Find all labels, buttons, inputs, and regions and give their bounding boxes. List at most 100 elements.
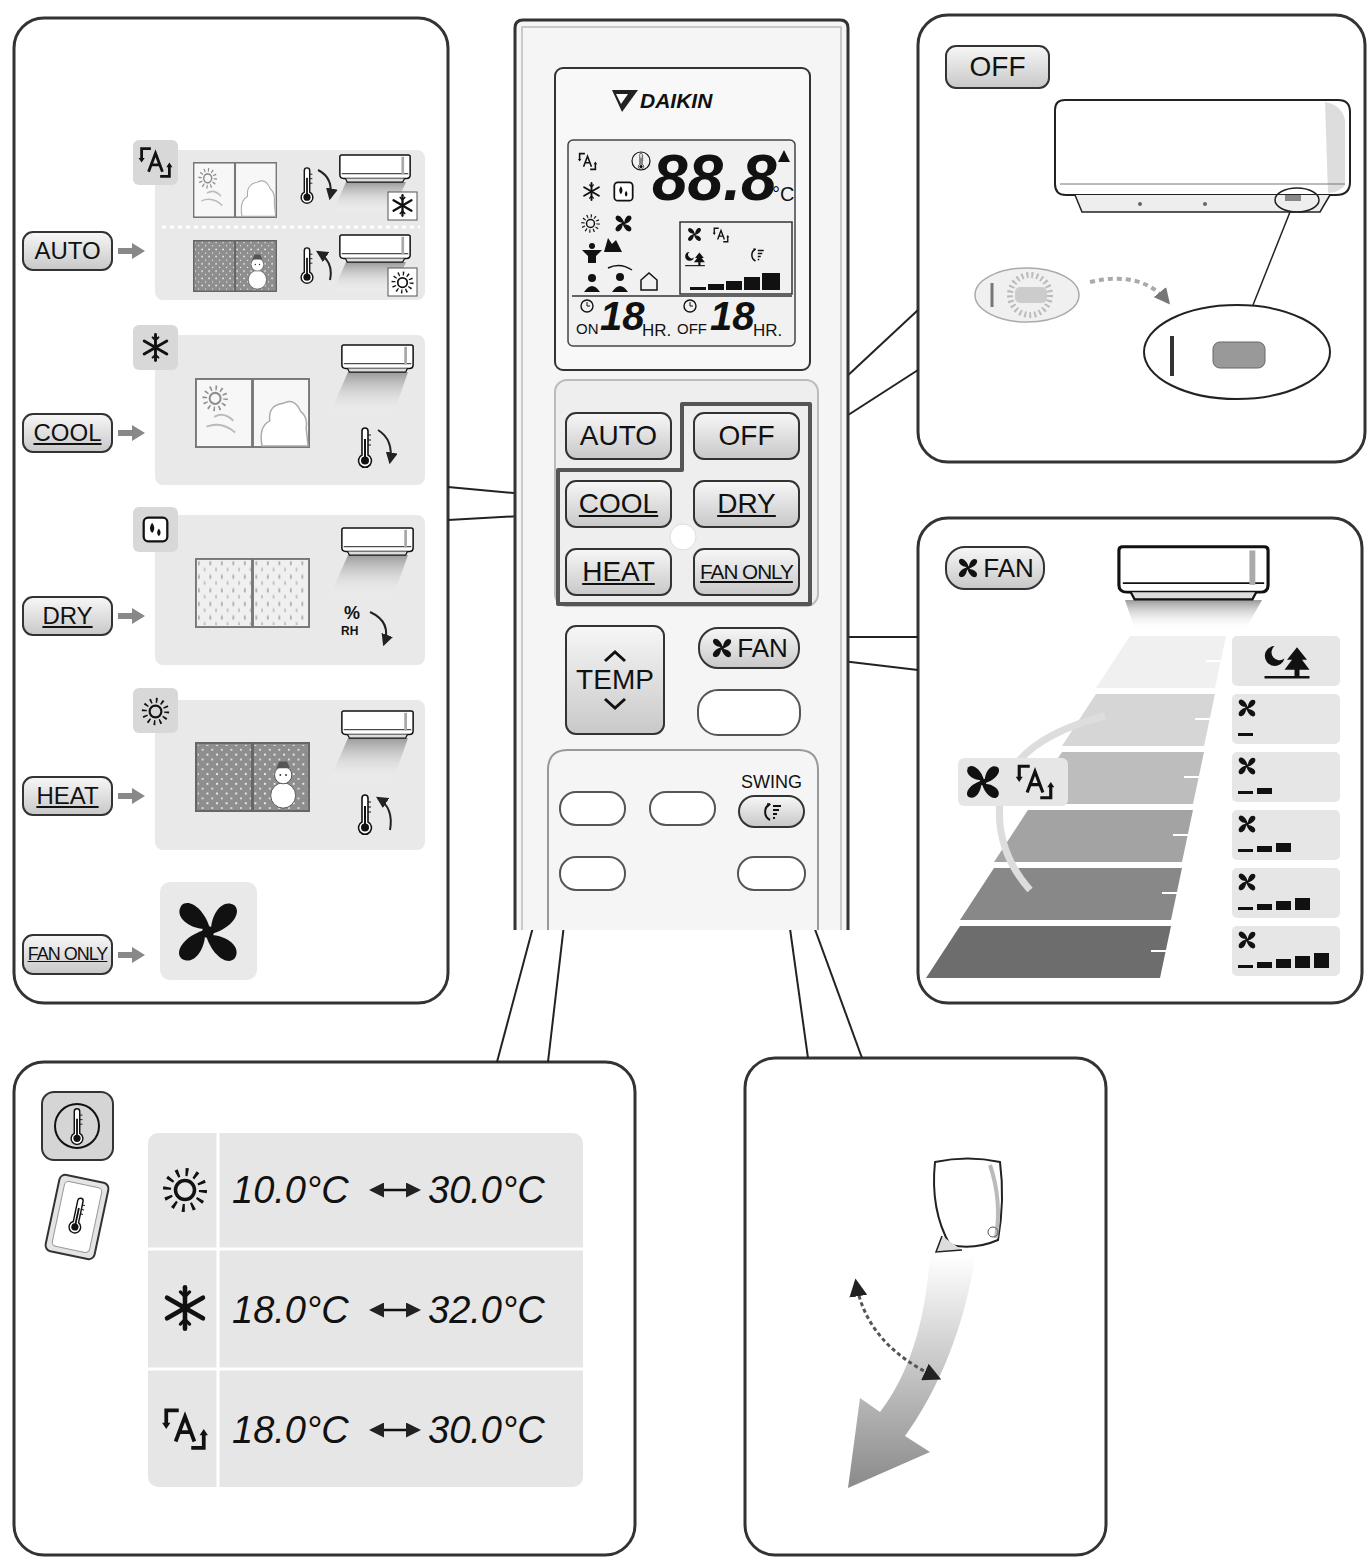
illustration-path <box>378 430 391 462</box>
illustration-circle <box>684 300 696 312</box>
button-label: FAN ONLY <box>28 945 108 965</box>
illustration-rect <box>155 335 425 485</box>
illustration-circle <box>581 300 593 312</box>
illustration-rect <box>918 15 1365 462</box>
button-label: OFF <box>719 421 775 452</box>
illustration-rect <box>1238 849 1253 852</box>
illustration-polyline <box>605 652 625 661</box>
illustration-use <box>394 274 412 292</box>
illustration-g <box>44 1174 109 1261</box>
illustration-g <box>690 273 780 290</box>
illustration-g <box>372 1190 418 1430</box>
illustration-use <box>144 518 168 542</box>
illustration-rect <box>1276 843 1291 852</box>
illustration-use <box>167 1172 203 1208</box>
illustration-polygon <box>328 738 408 784</box>
display-text: 32.0°C <box>428 1291 545 1329</box>
illustration-circle <box>616 273 624 281</box>
illustration-line <box>1162 892 1232 894</box>
button-content: COOL <box>33 420 101 446</box>
illustration-rect <box>1232 810 1340 860</box>
illustration-circle <box>55 1104 99 1148</box>
illustration-path <box>378 798 391 830</box>
temp-button: TEMP <box>565 625 665 735</box>
display-text: 18.0°C <box>232 1291 349 1329</box>
button-content: HEAT <box>36 783 98 809</box>
illustration-circle <box>1138 202 1142 206</box>
remote-button: DRY <box>693 480 800 528</box>
illustration-use <box>752 248 764 261</box>
illustration-use <box>614 182 632 200</box>
button-content: COOL <box>579 489 658 520</box>
illustration-rect <box>148 1133 583 1487</box>
illustration-rect <box>1238 733 1253 736</box>
illustration-use <box>196 379 309 447</box>
illustration-use <box>340 235 410 262</box>
illustration-path <box>934 1159 1002 1247</box>
illustration-path <box>515 20 848 930</box>
button-content: FAN ONLY <box>700 561 793 584</box>
illustration-rect <box>762 273 780 290</box>
display-text: 10.0°C <box>232 1171 349 1209</box>
illustration-rect <box>1232 868 1340 918</box>
off-button: OFF <box>945 45 1050 89</box>
illustration-line <box>148 1368 583 1371</box>
illustration-use <box>638 153 643 169</box>
button-label: HEAT <box>36 783 98 809</box>
illustration-rect <box>133 325 178 370</box>
illustration-path <box>690 302 693 306</box>
illustration-g <box>582 238 657 292</box>
illustration-rect <box>555 68 810 370</box>
illustration-rect <box>744 277 760 290</box>
illustration-use <box>1239 874 1256 891</box>
illustration-use <box>967 766 999 798</box>
swing-button: SWING <box>738 795 805 828</box>
illustration-use <box>394 195 412 216</box>
display-text: 30.0°C <box>428 1411 545 1449</box>
illustration-polygon <box>778 150 790 162</box>
illustration-use <box>1016 766 1055 798</box>
illustration-rect <box>1238 907 1253 910</box>
illustration-use <box>615 215 631 231</box>
illustration-rect <box>1238 965 1253 968</box>
illustration-use <box>196 743 309 811</box>
illustration-rect <box>958 758 1068 806</box>
button-content: TEMP <box>576 649 654 712</box>
remote-button: AUTO <box>565 412 672 460</box>
illustration-path <box>548 750 818 930</box>
illustration-rect <box>1276 959 1291 968</box>
remote-button: COOL <box>565 480 672 528</box>
illustration-rect <box>42 1092 113 1160</box>
illustration-rect <box>14 18 448 1003</box>
illustration-path <box>608 265 632 270</box>
display-text: 18.0°C <box>232 1411 349 1449</box>
illustration-rect <box>1232 694 1340 744</box>
illustration-use <box>1239 758 1256 775</box>
illustration-rect <box>133 688 178 733</box>
illustration-use <box>342 528 413 555</box>
illustration-line <box>148 1248 583 1251</box>
button-icon <box>760 800 784 824</box>
illustration-polygon <box>118 788 145 804</box>
illustration-line <box>1184 776 1232 778</box>
illustration-use <box>765 803 781 820</box>
illustration-rect <box>745 1058 1106 1555</box>
illustration-rect <box>160 882 257 980</box>
illustration-polygon <box>328 555 408 600</box>
illustration-use <box>71 1109 83 1145</box>
illustration-rect <box>1257 788 1272 794</box>
display-text: % <box>344 604 360 622</box>
illustration-path <box>522 27 841 930</box>
illustration-g <box>926 636 1340 978</box>
button-label: TEMP <box>576 665 654 696</box>
illustration-g <box>560 792 805 890</box>
illustration-polygon <box>994 810 1193 862</box>
button-content: AUTO <box>580 421 657 452</box>
illustration-path <box>584 286 600 292</box>
illustration-rect <box>698 690 800 735</box>
illustration-rect <box>560 857 625 890</box>
illustration-path <box>856 1282 938 1378</box>
illustration-rect <box>1232 926 1340 976</box>
illustration-g <box>118 243 145 963</box>
button-label: DRY <box>42 603 92 629</box>
